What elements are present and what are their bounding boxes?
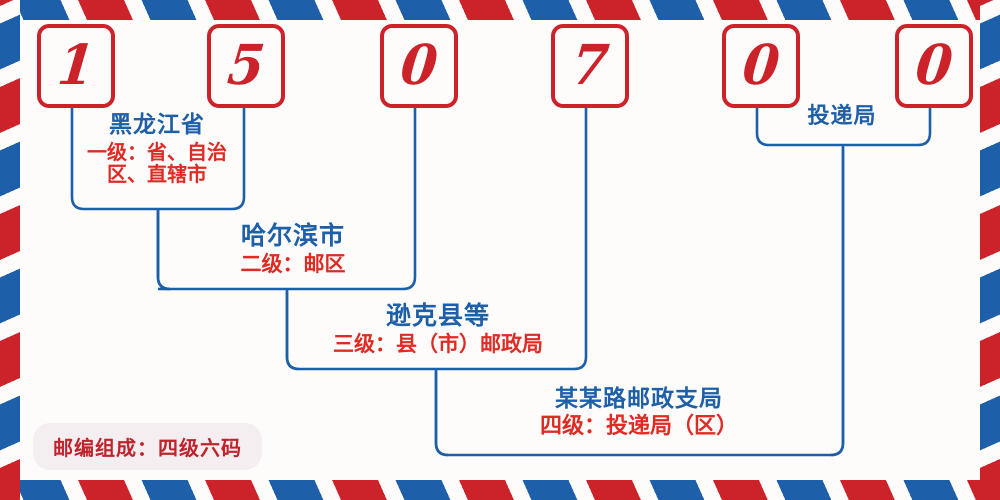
digit-value-5: 0 [739,33,783,98]
callout-delivery-office: 投递局 [762,104,922,129]
callout-level-1-subtitle: 一级：省、自治区、直辖市 [87,139,227,187]
bracket-level-4 [434,148,845,457]
digit-value-1: 1 [54,33,98,98]
callout-level-4-title: 某某路邮政支局 [555,385,723,412]
callout-level-3-subtitle: 三级：县（市）邮政局 [333,332,543,356]
callout-level-2-title: 哈尔滨市 [240,221,345,250]
digit-value-2: 5 [224,33,268,98]
stem-delivery [830,145,845,457]
callout-delivery-office-title: 投递局 [807,103,877,129]
callout-level-4: 某某路邮政支局 四级：投递局（区） [452,386,826,439]
airmail-border-right [980,0,1000,500]
callout-level-2: 哈尔滨市 二级：邮区 [168,222,418,277]
stripe-pattern [0,0,20,500]
digit-box-1[interactable]: 1 [37,24,115,108]
callout-level-4-subtitle: 四级：投递局（区） [539,413,738,439]
stripe-pattern [0,0,1000,20]
digit-value-4: 7 [568,33,612,98]
digit-box-3[interactable]: 0 [380,24,458,108]
callout-level-2-subtitle: 二级：邮区 [240,252,346,276]
digit-box-4[interactable]: 7 [551,24,629,108]
legend-badge-text: 邮编组成：四级六码 [53,436,242,460]
digit-box-6[interactable]: 0 [895,24,973,108]
stripe-pattern [980,0,1000,500]
callout-level-3-title: 逊克县等 [385,301,490,330]
airmail-border-left [0,0,20,500]
digit-value-3: 0 [397,33,441,98]
airmail-border-bottom [0,480,1000,500]
digit-value-6: 0 [912,33,956,98]
airmail-border-top [0,0,1000,20]
digit-box-5[interactable]: 0 [722,24,800,108]
legend-badge: 邮编组成：四级六码 [33,423,262,470]
callout-level-1: 黑龙江省 一级：省、自治区、直辖市 [72,112,242,186]
callout-level-3: 逊克县等 三级：县（市）邮政局 [288,302,588,357]
digit-box-2[interactable]: 5 [207,24,285,108]
stripe-pattern [0,480,1000,500]
callout-level-1-title: 黑龙江省 [109,111,205,138]
stem-level-3 [434,369,449,457]
